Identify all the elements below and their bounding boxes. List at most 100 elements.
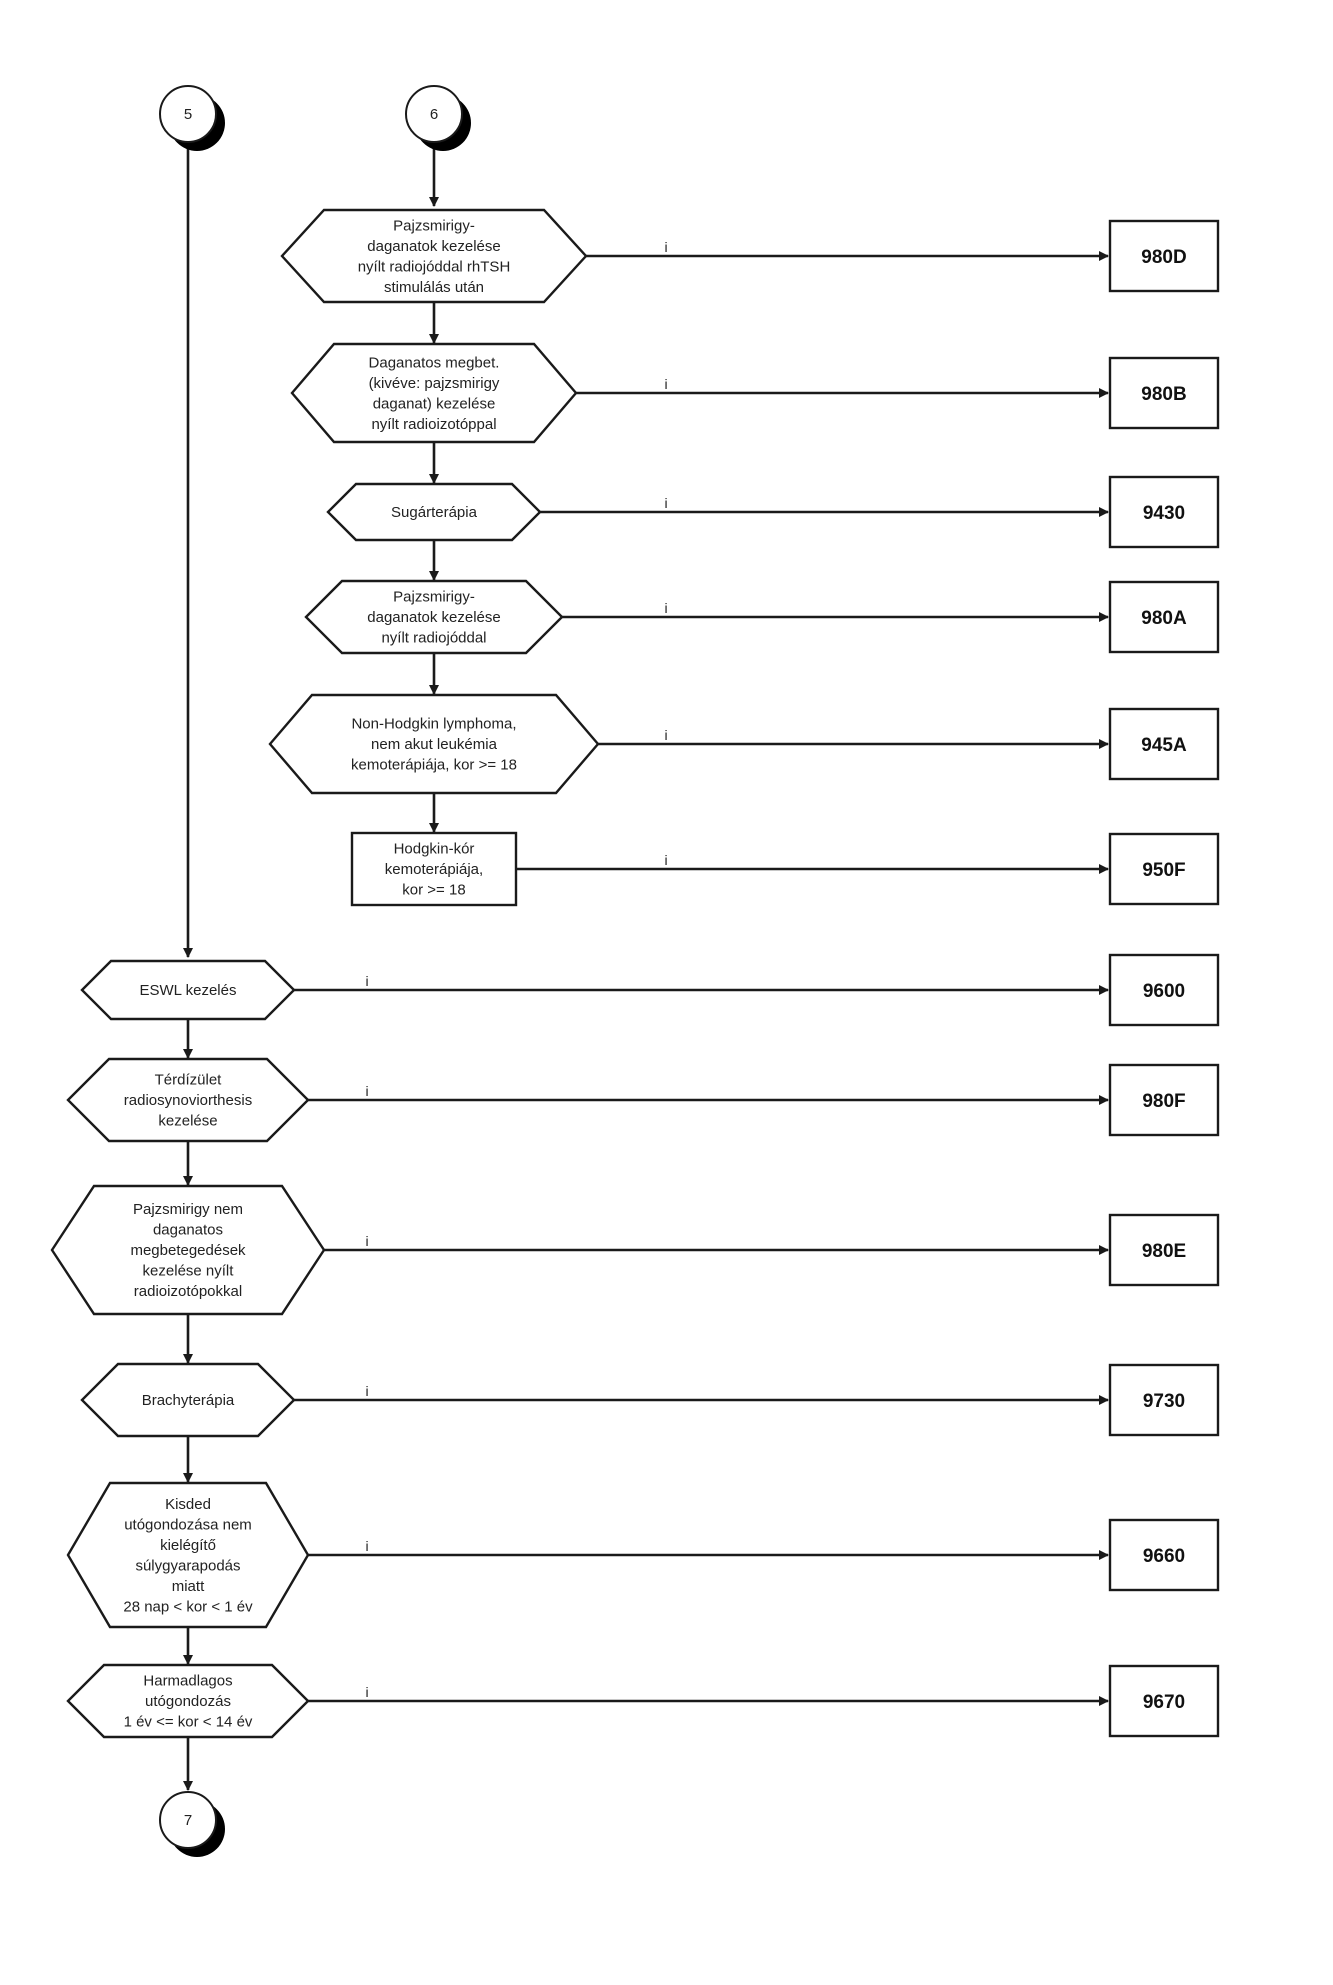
decision-label-line: kor >= 18 (402, 882, 465, 899)
decision-shape (80, 959, 296, 1021)
code-box-9600: 9600 (1108, 953, 1220, 1027)
code-box-980B: 980B (1108, 356, 1220, 430)
decision-label-line: daganatok kezelése (367, 238, 500, 255)
code-label: 9660 (1143, 1546, 1185, 1567)
decision-shape (80, 1362, 296, 1438)
connector-label: 5 (184, 106, 192, 123)
decision-label-line: stimulálás után (384, 279, 484, 296)
decision-label-line: Pajzsmirigy nem (133, 1201, 243, 1218)
code-box-frame (1108, 1213, 1220, 1287)
decision-shape (326, 482, 542, 542)
decision-d4: Pajzsmirigy-daganatok kezelése nyílt radi… (304, 579, 564, 655)
decision-label-line: 1 év <= kor < 14 év (124, 1714, 253, 1731)
decision-d5: Non-Hodgkin lymphoma, nem akut leukémia ke… (268, 693, 600, 795)
decision-label-line: daganatok kezelése (367, 609, 500, 626)
edge-label: i (365, 1083, 368, 1099)
code-box-9430: 9430 (1108, 475, 1220, 549)
decision-label-line: nyílt radiojóddal rhTSH (358, 258, 511, 275)
decision-label-line: nem akut leukémia (371, 736, 498, 753)
decision-label-line: Daganatos megbet. (369, 354, 500, 371)
connector-label: 6 (430, 106, 438, 123)
decision-label-line: Hodgkin-kór (394, 841, 475, 858)
code-box-frame (1108, 1063, 1220, 1137)
edge-label: i (365, 1684, 368, 1700)
code-label: 980E (1142, 1241, 1186, 1262)
decision-label-line: radioizotópokkal (134, 1283, 242, 1300)
decision-label-line: nyílt radioizotóppal (371, 416, 496, 433)
decision-d9: Pajzsmirigy nem daganatos megbetegedések ke… (50, 1184, 326, 1316)
code-box-frame (1108, 1363, 1220, 1437)
decision-label-line: radiosynoviorthesis (124, 1092, 252, 1109)
code-label: 9600 (1143, 981, 1185, 1002)
decision-shape (50, 1184, 326, 1316)
decision-shape (66, 1057, 310, 1143)
edge-label: i (365, 1538, 368, 1554)
decision-label-line: kielégítő (160, 1537, 216, 1554)
decision-shape (66, 1663, 310, 1739)
edge-label: i (664, 852, 667, 868)
code-box-frame (1108, 1664, 1220, 1738)
decision-d7: ESWL kezelés (80, 959, 296, 1021)
code-box-frame (1108, 475, 1220, 549)
edge-label: i (664, 495, 667, 511)
decision-label-line: Térdízület (155, 1072, 223, 1089)
decision-d10: Brachyterápia (80, 1362, 296, 1438)
code-box-frame (1108, 1518, 1220, 1592)
code-box-9730: 9730 (1108, 1363, 1220, 1437)
code-label: 9670 (1143, 1692, 1185, 1713)
process-shape (350, 831, 518, 907)
decision-label-line: nyílt radiojóddal (381, 630, 486, 647)
connector-circle (159, 1791, 217, 1849)
decision-shape (280, 208, 588, 304)
code-label: 980F (1142, 1091, 1185, 1112)
edge-label: i (365, 973, 368, 989)
edge-label: i (664, 600, 667, 616)
edge-label: i (664, 727, 667, 743)
decision-label-line: Non-Hodgkin lymphoma, (351, 716, 516, 733)
code-box-frame (1108, 356, 1220, 430)
decision-label-line: ESWL kezelés (140, 982, 237, 999)
code-box-frame (1108, 219, 1220, 293)
connector-5: 5 (159, 85, 225, 151)
code-box-frame (1108, 707, 1220, 781)
edge-label: i (664, 239, 667, 255)
decision-label-line: (kivéve: pajzsmirigy (369, 375, 500, 392)
decision-label-line: megbetegedések (130, 1242, 246, 1259)
code-box-980F: 980F (1108, 1063, 1220, 1137)
decision-d2: Daganatos megbet.(kivéve: pajzsmirigydag… (290, 342, 578, 444)
decision-label-line: kezelése nyílt (143, 1263, 235, 1280)
decision-label-line: utógondozás (145, 1693, 231, 1710)
decision-label-line: Pajzsmirigy- (393, 589, 475, 606)
code-box-frame (1108, 953, 1220, 1027)
code-box-950F: 950F (1108, 832, 1220, 906)
decision-label-line: Brachyterápia (142, 1392, 235, 1409)
decision-label-line: Sugárterápia (391, 504, 478, 521)
decision-shape (304, 579, 564, 655)
code-box-980A: 980A (1108, 580, 1220, 654)
code-box-frame (1108, 580, 1220, 654)
code-box-9660: 9660 (1108, 1518, 1220, 1592)
decision-label-line: kemoterápiája, kor >= 18 (351, 757, 517, 774)
code-label: 980B (1141, 384, 1186, 405)
code-label: 950F (1142, 860, 1185, 881)
code-box-frame (1108, 832, 1220, 906)
nodes: 5 6 7 Pajzsmirigy-daganatok kezelése nyílt r… (50, 85, 1220, 1857)
decision-label-line: súlygyarapodás (135, 1557, 240, 1574)
connector-circle (159, 85, 217, 143)
decision-shape (290, 342, 578, 444)
code-label: 945A (1141, 735, 1187, 756)
decision-label-line: utógondozása nem (124, 1516, 252, 1533)
decision-label-line: daganatos (153, 1222, 223, 1239)
edge-label: i (664, 376, 667, 392)
decision-d3: Sugárterápia (326, 482, 542, 542)
connector-label: 7 (184, 1812, 192, 1829)
connector-circle (405, 85, 463, 143)
decision-label-line: 28 nap < kor < 1 év (123, 1598, 253, 1615)
decision-shape (66, 1481, 310, 1629)
